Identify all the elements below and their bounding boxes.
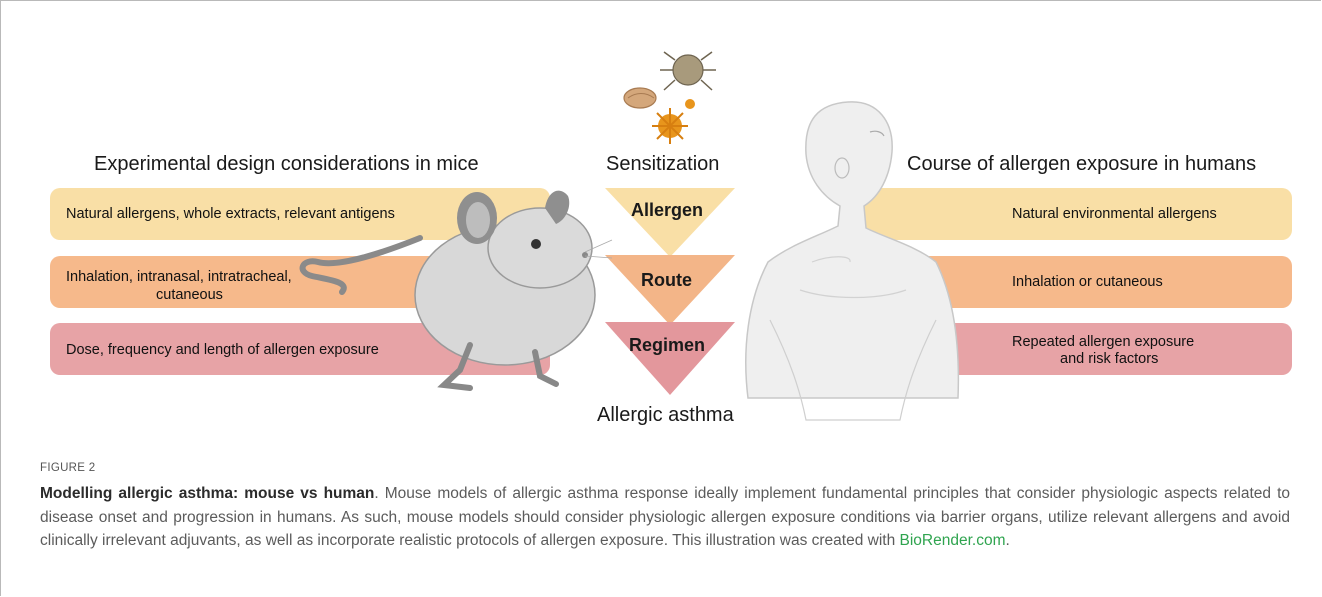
figure-label: FIGURE 2 (40, 462, 95, 474)
funnel-route-label: Route (641, 270, 692, 291)
funnel-allergen-label: Allergen (631, 200, 703, 221)
figure-caption: Modelling allergic asthma: mouse vs huma… (40, 482, 1290, 553)
humans-heading: Course of allergen exposure in humans (907, 153, 1256, 176)
human-row-allergen-text: Natural environmental allergens (1012, 205, 1217, 223)
figure-illustration: Experimental design considerations in mi… (0, 0, 1322, 440)
biorender-link[interactable]: BioRender.com (900, 532, 1006, 549)
funnel-regimen-triangle (605, 322, 735, 395)
mice-row-route-text-1: Inhalation, intranasal, intratracheal, (66, 268, 292, 286)
mice-row-allergen-text: Natural allergens, whole extracts, relev… (66, 205, 395, 223)
allergic-asthma-label: Allergic asthma (597, 404, 734, 427)
human-row-regimen-text-2: and risk factors (1060, 350, 1158, 368)
mice-heading: Experimental design considerations in mi… (94, 153, 479, 176)
sensitization-heading: Sensitization (606, 153, 719, 176)
caption-end: . (1006, 532, 1010, 549)
human-row-route-text: Inhalation or cutaneous (1012, 273, 1163, 291)
human-figure-illustration (746, 102, 959, 420)
mice-row-route-text-2: cutaneous (156, 286, 223, 304)
allergen-particles-illustration (624, 52, 716, 144)
human-row-regimen-text-1: Repeated allergen exposure (1012, 333, 1194, 351)
funnel-regimen-label: Regimen (629, 335, 705, 356)
caption-title: Modelling allergic asthma: mouse vs huma… (40, 485, 374, 502)
mice-row-regimen-text: Dose, frequency and length of allergen e… (66, 341, 379, 359)
funnel-allergen-triangle (605, 188, 735, 257)
